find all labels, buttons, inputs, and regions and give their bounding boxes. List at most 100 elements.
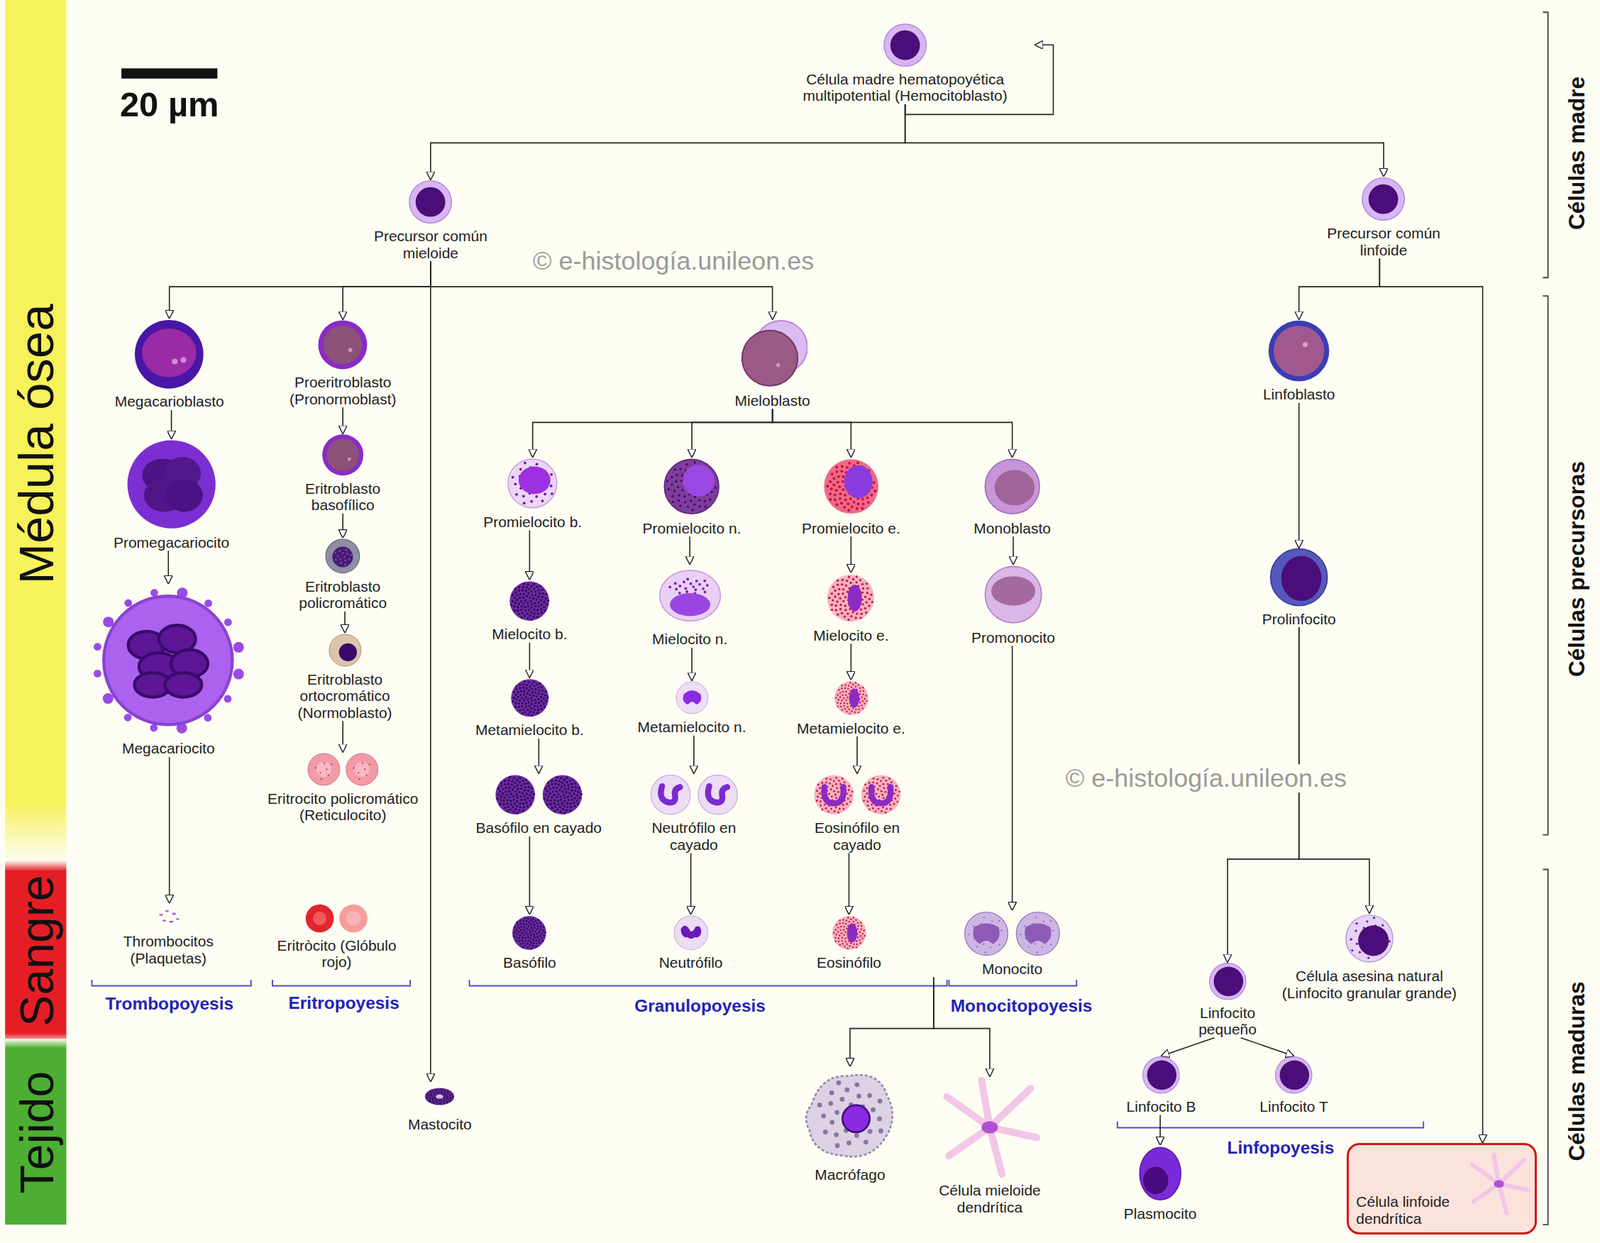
cell-illustration xyxy=(982,456,1042,516)
cell-label: Basófilo en cayado xyxy=(475,819,603,837)
lineage-arrow xyxy=(1240,1038,1295,1057)
cell-node: Eosinófilo xyxy=(792,914,905,972)
lineage-arrow xyxy=(529,836,531,915)
caption-label: Granulopoyesis xyxy=(634,996,766,1017)
lineage-arrow xyxy=(344,611,346,633)
cell-node: Monoblasto xyxy=(948,456,1076,537)
lineage-arrow xyxy=(688,536,691,565)
cell-label: Linfocito T xyxy=(1240,1098,1348,1116)
watermark: © e-histología.unileon.es xyxy=(530,246,817,276)
cell-label: Célula asesina natural (Linfocito granul… xyxy=(1272,967,1466,1002)
cell-illustration xyxy=(324,537,362,575)
cell-label: Promielocito e. xyxy=(782,520,920,538)
cell-node: Eritroblasto policromático xyxy=(274,537,412,612)
cell-node: Célula mieloide dendrítica xyxy=(908,1076,1072,1216)
lineage-arrow xyxy=(933,977,990,1078)
cell-label: Eosinófilo xyxy=(792,954,905,972)
cell-illustration xyxy=(133,318,206,391)
cell-label: Precursor común mieloide xyxy=(351,227,510,262)
cell-illustration xyxy=(510,914,548,952)
cell-node: Neutrófilo en cayado xyxy=(630,773,758,853)
cell-illustration xyxy=(493,773,584,816)
cell-node: Monocito xyxy=(925,910,1099,978)
cell-node: Eritrocito policromático (Reticulocito) xyxy=(263,752,422,824)
cell-label: Mielocito e. xyxy=(782,627,920,645)
cell-illustration xyxy=(674,680,710,716)
cell-label: Basófilo xyxy=(473,954,586,972)
cell-illustration xyxy=(1267,319,1331,383)
cell-label: Plasmocito xyxy=(1104,1205,1217,1223)
cell-node: Precursor común linfoide xyxy=(1304,176,1463,259)
cell-illustration xyxy=(1208,962,1248,1002)
cell-illustration xyxy=(812,773,903,816)
cell-node: Mieloblasto xyxy=(716,319,829,409)
cell-label: Linfocito pequeño xyxy=(1174,1004,1281,1039)
lineage-arrow xyxy=(1227,627,1300,963)
lineage-arrow xyxy=(1012,536,1014,565)
cell-node: Metamielocito n. xyxy=(613,680,771,736)
marrow-band xyxy=(4,0,66,863)
cell-node: Linfocito B xyxy=(1108,1055,1215,1115)
highlight-box: Célula linfoide dendrítica xyxy=(1346,1143,1537,1235)
section-label: Médula ósea xyxy=(9,303,64,584)
lineage-arrow xyxy=(167,550,169,584)
cell-illustration xyxy=(1343,913,1395,965)
cell-illustration xyxy=(672,914,710,952)
cell-node: Mielocito n. xyxy=(621,564,759,648)
lineage-arrow xyxy=(342,261,431,320)
cell-label: Thrombocitos (Plaquetas) xyxy=(89,933,247,967)
cell-node: Mielocito e. xyxy=(782,572,920,644)
cell-node: Basófilo xyxy=(473,914,586,972)
cell-node: Eosinófilo en cayado xyxy=(793,773,921,853)
cell-illustration xyxy=(505,456,560,511)
lineage-arrow xyxy=(691,647,693,681)
cell-illustration xyxy=(1269,547,1329,607)
cell-node: Célula asesina natural (Linfocito granul… xyxy=(1272,913,1466,1002)
cell-label: Neutrófilo xyxy=(635,954,748,972)
lineage-arrow xyxy=(429,261,432,1082)
cell-label: Linfocito B xyxy=(1108,1098,1215,1116)
lineage-arrow xyxy=(532,408,773,457)
lineage-arrow xyxy=(856,736,858,774)
cell-illustration xyxy=(306,752,380,787)
caption-label: 20 µm xyxy=(119,85,220,125)
lineage-arrow xyxy=(772,408,852,457)
lineage-arrow xyxy=(1299,258,1381,320)
lineage-arrow xyxy=(170,410,173,440)
lineage-arrow xyxy=(529,642,531,678)
caption-label: Eritropoyesis xyxy=(288,993,400,1013)
cell-label: Mastocito xyxy=(383,1116,496,1134)
cell-node: Mielocito b. xyxy=(461,579,599,643)
cell-label: Prolinfocito xyxy=(1243,610,1356,628)
cell-node: Metamielocito e. xyxy=(771,679,930,737)
lineage-arrow xyxy=(341,720,344,753)
lineage-arrow xyxy=(850,536,853,573)
cell-illustration xyxy=(938,1076,1041,1179)
cell-illustration xyxy=(821,456,881,516)
cell-label: Mielocito b. xyxy=(461,625,599,643)
cell-node: Promielocito e. xyxy=(782,456,920,537)
section-label: Células madre xyxy=(1564,76,1590,230)
cell-label: Monoblasto xyxy=(948,520,1076,538)
cell-label: Eritroblasto policromático xyxy=(274,578,412,612)
section-label: Células precursoras xyxy=(1564,461,1590,677)
cell-label: Megacarioblasto xyxy=(90,393,249,411)
cell-label: Promonocito xyxy=(950,629,1078,647)
lineage-arrow xyxy=(905,104,1384,177)
cell-illustration xyxy=(509,677,551,719)
cell-node: Prolinfocito xyxy=(1243,547,1356,628)
cell-node: Linfocito pequeño xyxy=(1174,962,1281,1039)
lineage-arrow xyxy=(529,530,531,580)
cell-node: Plasmocito xyxy=(1104,1145,1217,1223)
blood-band xyxy=(4,860,66,1045)
cell-illustration xyxy=(801,1066,899,1164)
lineage-arrow xyxy=(168,757,171,904)
cell-node: Promielocito b. xyxy=(464,456,601,531)
lineage-arrow xyxy=(1379,258,1483,1144)
section-label: Sangre xyxy=(10,875,63,1027)
cell-label: Metamielocito n. xyxy=(613,718,771,736)
cell-illustration xyxy=(1360,176,1406,222)
cell-label: Eritrocito policromático (Reticulocito) xyxy=(263,790,422,824)
